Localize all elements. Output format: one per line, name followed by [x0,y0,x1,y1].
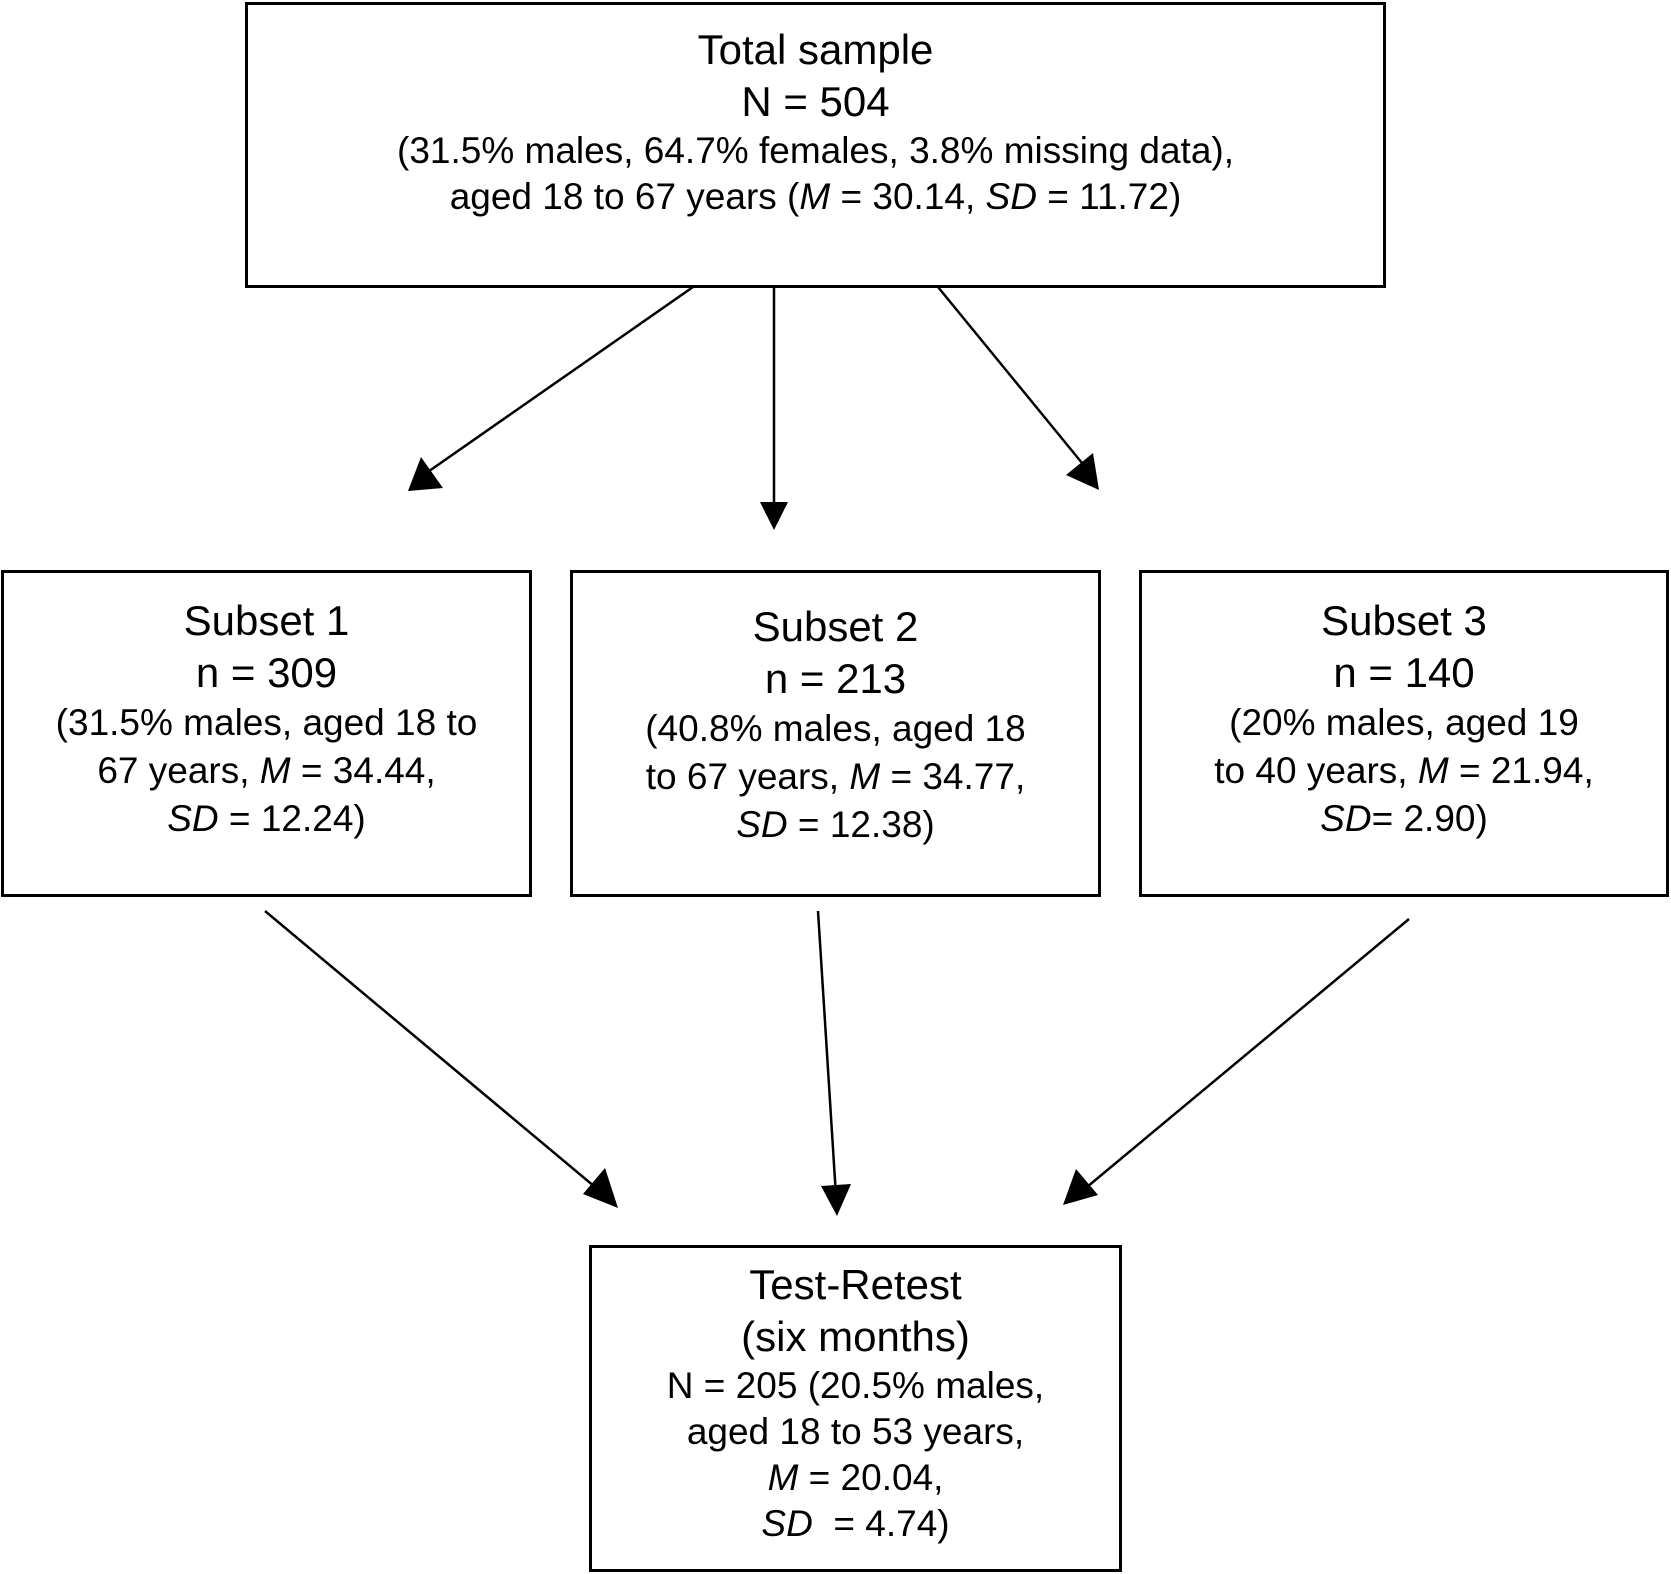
test-retest-mean: M = 20.04, [767,1456,944,1498]
subset-1-sd: SD = 12.24) [167,798,366,840]
subset-1-gender: (31.5% males, aged 18 to [55,702,478,744]
subset-1-n: n = 309 [195,649,338,697]
test-retest-box: Test-Retest (six months) N = 205 (20.5% … [589,1245,1122,1572]
total-sample-age: aged 18 to 67 years (M = 30.14, SD = 11.… [449,176,1182,218]
subset-3-title: Subset 3 [1321,597,1487,644]
subset-2-n: n = 213 [764,655,907,703]
arrowhead-retest-middle [821,1184,851,1216]
subset-1-title: Subset 1 [183,597,350,644]
subset-3-gender: (20% males, aged 19 [1229,702,1579,744]
subset-2-age: to 67 years, M = 34.77, [645,756,1026,798]
subset-3-sd: SD= 2.90) [1320,798,1488,840]
subset-1-age: 67 years, M = 34.44, [97,750,436,792]
total-sample-box: Total sample N = 504 (31.5% males, 64.7%… [245,2,1386,288]
subset-1-box: Subset 1 n = 309 (31.5% males, aged 18 t… [1,570,532,897]
arrow-subset3-to-retest [1080,918,1410,1193]
arrow-subset2-to-retest [816,910,838,1197]
subset-3-box: Subset 3 n = 140 (20% males, aged 19 to … [1139,570,1669,897]
test-retest-age: aged 18 to 53 years, [686,1411,1025,1453]
total-sample-title: Total sample [697,26,934,73]
arrowhead-subset2 [760,502,788,530]
arrowhead-subset1 [408,457,443,491]
arrowhead-retest-right [1063,1169,1098,1205]
subset-3-n: n = 140 [1333,649,1475,697]
arrow-total-to-subset3 [937,286,1083,464]
arrowhead-subset3 [1066,453,1099,490]
test-retest-title: Test-Retest [749,1261,962,1308]
subset-3-age: to 40 years, M = 21.94, [1214,750,1594,792]
arrow-subset1-to-retest [264,910,602,1193]
test-retest-sd: SD = 4.74) [761,1502,950,1544]
test-retest-n: N = 205 (20.5% males, [666,1365,1045,1407]
subset-2-box: Subset 2 n = 213 (40.8% males, aged 18 t… [570,570,1101,897]
subset-2-gender: (40.8% males, aged 18 [645,708,1026,750]
test-retest-subtitle: (six months) [741,1313,970,1361]
total-sample-n: N = 504 [741,78,890,126]
subset-2-sd: SD = 12.38) [736,804,935,846]
arrowhead-retest-left [583,1168,618,1208]
arrow-total-to-subset1 [421,285,694,478]
total-sample-gender: (31.5% males, 64.7% females, 3.8% missin… [397,130,1234,172]
subset-2-title: Subset 2 [752,603,919,650]
